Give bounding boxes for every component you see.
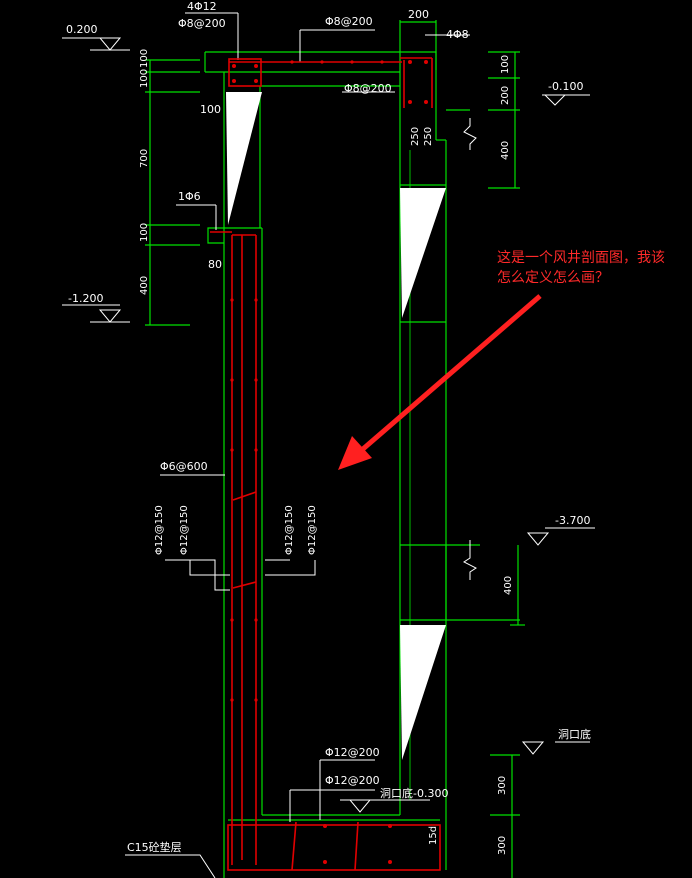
rebar-4d8: 4Φ8 xyxy=(446,28,469,41)
rebar-d12-200a: Φ12@200 xyxy=(325,746,380,759)
leader-lines xyxy=(62,12,595,878)
rebar-dots xyxy=(230,60,428,864)
rebar-d12-150-1: Φ12@150 xyxy=(154,505,165,555)
rebar-top-d8-200: Φ8@200 xyxy=(178,17,226,30)
level-left-mid: -1.200 xyxy=(68,292,103,305)
dim-400a: 400 xyxy=(139,276,150,295)
dim-100d: 100 xyxy=(139,223,150,242)
dim-r300a: 300 xyxy=(497,776,508,795)
annotation-line-1: 这是一个风井剖面图，我该 xyxy=(497,249,665,266)
dim-100-horizontal: 100 xyxy=(200,103,221,116)
dim-r400b: 400 xyxy=(503,576,514,595)
rebar-top-4d12: 4Φ12 xyxy=(187,0,217,13)
annotation-arrow xyxy=(338,294,542,470)
rebar-d12-150-2: Φ12@150 xyxy=(179,505,190,555)
rebar-right-d8-200: Φ8@200 xyxy=(344,82,392,95)
cushion-label: C15砼垫层 xyxy=(127,840,182,854)
level-upper-right: -0.100 xyxy=(548,80,583,93)
level-top: 0.200 xyxy=(66,23,98,36)
level-opening-bottom: 洞口底 xyxy=(558,727,591,741)
dim-top-200: 200 xyxy=(408,8,429,21)
dim-r100: 100 xyxy=(500,55,511,74)
rebar-d12-200b: Φ12@200 xyxy=(325,774,380,787)
break-symbols xyxy=(463,118,477,580)
dim-r300b: 300 xyxy=(497,836,508,855)
haunch-wedges xyxy=(226,92,446,760)
level-markers xyxy=(90,37,567,813)
dim-r250b: 250 xyxy=(423,127,434,146)
dim-r200: 200 xyxy=(500,86,511,105)
rebar-1d6: 1Φ6 xyxy=(178,190,201,203)
dim-700: 700 xyxy=(139,149,150,168)
annotation-line-2: 怎么定义怎么画？ xyxy=(497,270,609,286)
dim-15d: 15d xyxy=(428,826,439,845)
concrete-outline xyxy=(145,20,525,878)
rebar-d12-150-3: Φ12@150 xyxy=(284,505,295,555)
rebar-d12-150-4: Φ12@150 xyxy=(307,505,318,555)
dim-80: 80 xyxy=(208,258,222,271)
dim-100a: 100 xyxy=(139,49,150,68)
dim-100b: 100 xyxy=(139,69,150,88)
level-opening-bottom-value: 洞口底-0.300 xyxy=(380,786,448,800)
rebar-lines xyxy=(210,57,441,871)
text-labels: 0.200 -0.100 -1.200 -3.700 洞口底 洞口底-0.300… xyxy=(66,0,665,855)
level-right-mid: -3.700 xyxy=(555,514,590,527)
dim-r400a: 400 xyxy=(500,141,511,160)
rebar-top-d8-200b: Φ8@200 xyxy=(325,15,373,28)
rebar-d6-600: Φ6@600 xyxy=(160,460,208,473)
dim-r250a: 250 xyxy=(410,127,421,146)
